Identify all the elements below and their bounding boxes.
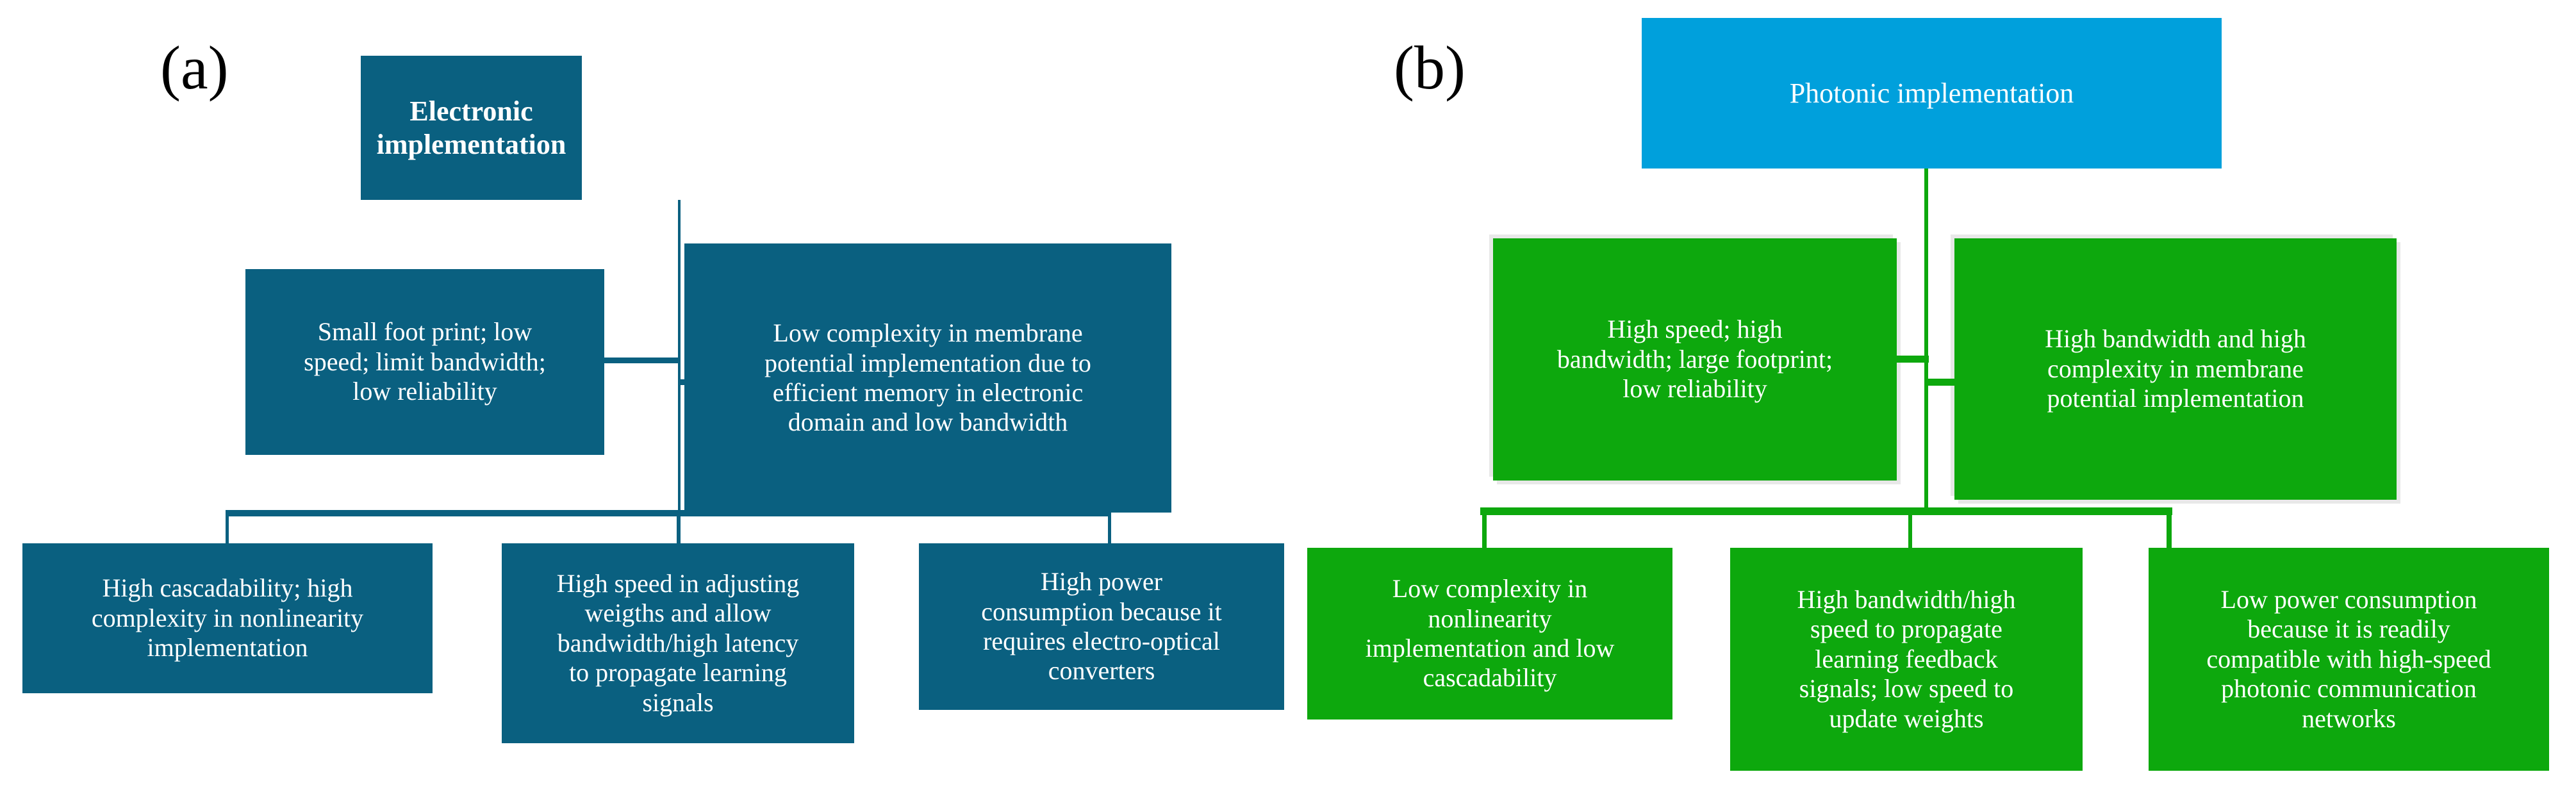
panel-b-row3-drop-2 [1908,515,1912,548]
panel-a-row2-box-1-text: Small foot print; low speed; limit bandw… [304,317,546,406]
panel-a-row3-box-3: High power consumption because it requir… [919,543,1284,710]
panel-b-row3-bus [1480,507,2172,515]
panel-a-row3-box-2-text: High speed in adjusting weigths and allo… [556,569,800,717]
panel-b-header-text: Photonic implementation [1789,77,2074,109]
panel-a-row2-box-2: Low complexity in membrane potential imp… [684,243,1171,513]
panel-a-row3-drop-1 [226,516,229,543]
panel-b-row2-box-2-text: High bandwidth and high complexity in me… [2045,324,2306,413]
panel-b-row3-box-1-text: Low complexity in nonlinearity implement… [1365,574,1615,693]
panel-a-row3-box-3-text: High power consumption because it requir… [981,567,1222,686]
panel-a-header-box: Electronic implementation [361,56,582,200]
panel-b-row3-box-1: Low complexity in nonlinearity implement… [1307,548,1672,720]
panel-b-row3-box-2-text: High bandwidth/high speed to propagate l… [1797,585,2016,733]
panel-a-row2-box-2-text: Low complexity in membrane potential imp… [764,318,1091,437]
panel-b-header-stem [1924,169,1928,513]
panel-b-row3-drop-1 [1482,515,1487,548]
panel-a-row3-drop-2 [677,516,681,543]
panel-label-b: (b) [1394,33,1466,102]
panel-b-row2-box-1-text: High speed; high bandwidth; large footpr… [1556,315,1833,404]
panel-a-row3-box-1: High cascadability; high complexity in n… [22,543,433,693]
panel-a-row3-bus [226,510,1111,516]
panel-a-row2-box-1: Small foot print; low speed; limit bandw… [245,269,604,455]
panel-b-row3-drop-3 [2167,515,2172,548]
panel-b-row2-left-tick [1895,356,1929,363]
panel-label-a: (a) [160,33,229,102]
panel-b-row2-right-tick [1924,379,1956,386]
panel-a-row3-drop-3 [1108,516,1111,543]
panel-a-header-text: Electronic implementation [376,95,566,160]
panel-a-row3-box-2: High speed in adjusting weigths and allo… [502,543,854,743]
panel-b-row2-box-1: High speed; high bandwidth; large footpr… [1493,238,1897,481]
panel-a-row3-box-1-text: High cascadability; high complexity in n… [91,573,364,662]
panel-a-row2-left-tick [604,358,680,363]
panel-b-row2-box-2: High bandwidth and high complexity in me… [1954,238,2397,500]
panel-a-header-stem [678,200,681,513]
panel-b-row3-box-3-text: Low power consumption because it is read… [2206,585,2491,733]
panel-b-header-box: Photonic implementation [1642,18,2222,169]
panel-a-row2-right-tick [678,379,687,385]
panel-b-row3-box-2: High bandwidth/high speed to propagate l… [1730,548,2083,771]
panel-b-row3-box-3: Low power consumption because it is read… [2149,548,2549,771]
